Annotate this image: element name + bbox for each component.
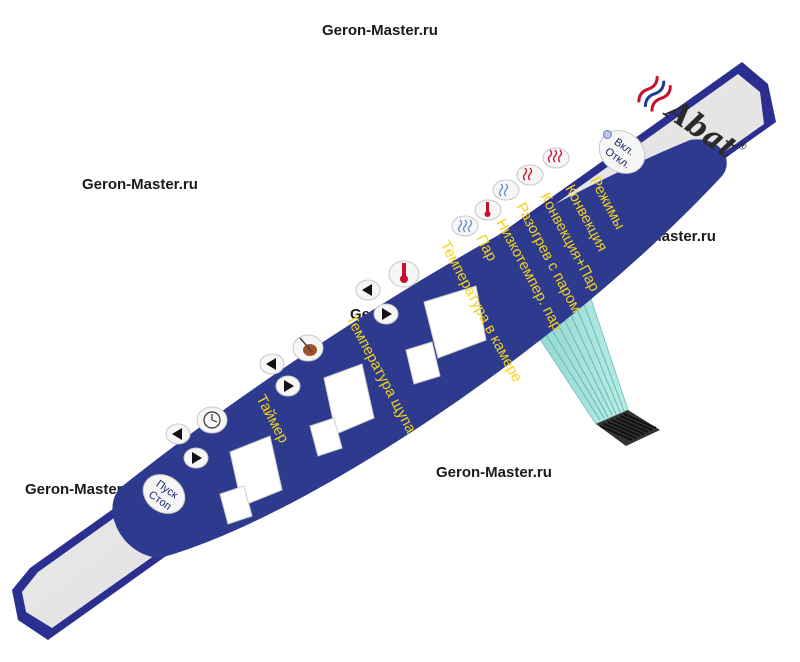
keypad-panel	[12, 62, 776, 640]
thermometer-icon	[400, 263, 408, 283]
probe-temp-down-button[interactable]	[275, 375, 301, 397]
probe-button[interactable]	[292, 334, 324, 362]
clock-icon	[203, 411, 221, 429]
mode-button-steam[interactable]	[451, 215, 479, 237]
watermark-left: Geron-Master.ru	[82, 176, 198, 193]
watermark-top: Geron-Master.ru	[322, 22, 438, 39]
timer-button[interactable]	[196, 406, 228, 434]
heat-steam-icon	[522, 167, 533, 181]
heat-waves-icon	[547, 149, 563, 163]
flame-logo-icon	[637, 76, 672, 112]
arrow-up-icon	[266, 358, 276, 370]
arrow-down-icon	[382, 308, 392, 320]
arrow-up-icon	[362, 284, 372, 296]
arrow-down-icon	[284, 380, 294, 392]
watermark-lower-left: Geron-Master.ru	[25, 481, 141, 498]
probe-temp-display	[309, 363, 375, 457]
watermark-lower-right: Geron-Master.ru	[436, 464, 552, 481]
timer-down-button[interactable]	[183, 447, 209, 469]
thermometer-steam-icon	[484, 202, 491, 217]
arrow-up-icon	[172, 428, 182, 440]
steam-icon	[457, 219, 473, 233]
mode-button-low-temp-steam[interactable]	[474, 199, 502, 221]
mode-button-convection-steam[interactable]	[516, 164, 544, 186]
led-indicator-icon	[602, 129, 612, 139]
ribbon-connector	[596, 410, 660, 446]
mode-button-convection[interactable]	[542, 147, 570, 169]
arrow-down-icon	[192, 452, 202, 464]
probe-temp-up-button[interactable]	[259, 353, 285, 375]
meat-probe-icon	[299, 337, 317, 356]
mode-button-reheat-steam[interactable]	[492, 179, 520, 201]
chamber-temp-up-button[interactable]	[355, 279, 381, 301]
reheat-icon	[498, 183, 509, 197]
chamber-thermometer-button[interactable]	[388, 260, 420, 288]
power-button[interactable]: Вкл. Откл.	[589, 121, 653, 182]
timer-display	[219, 435, 283, 525]
chamber-temp-down-button[interactable]	[373, 303, 399, 325]
timer-up-button[interactable]	[165, 423, 191, 445]
chamber-temp-display	[405, 285, 487, 385]
